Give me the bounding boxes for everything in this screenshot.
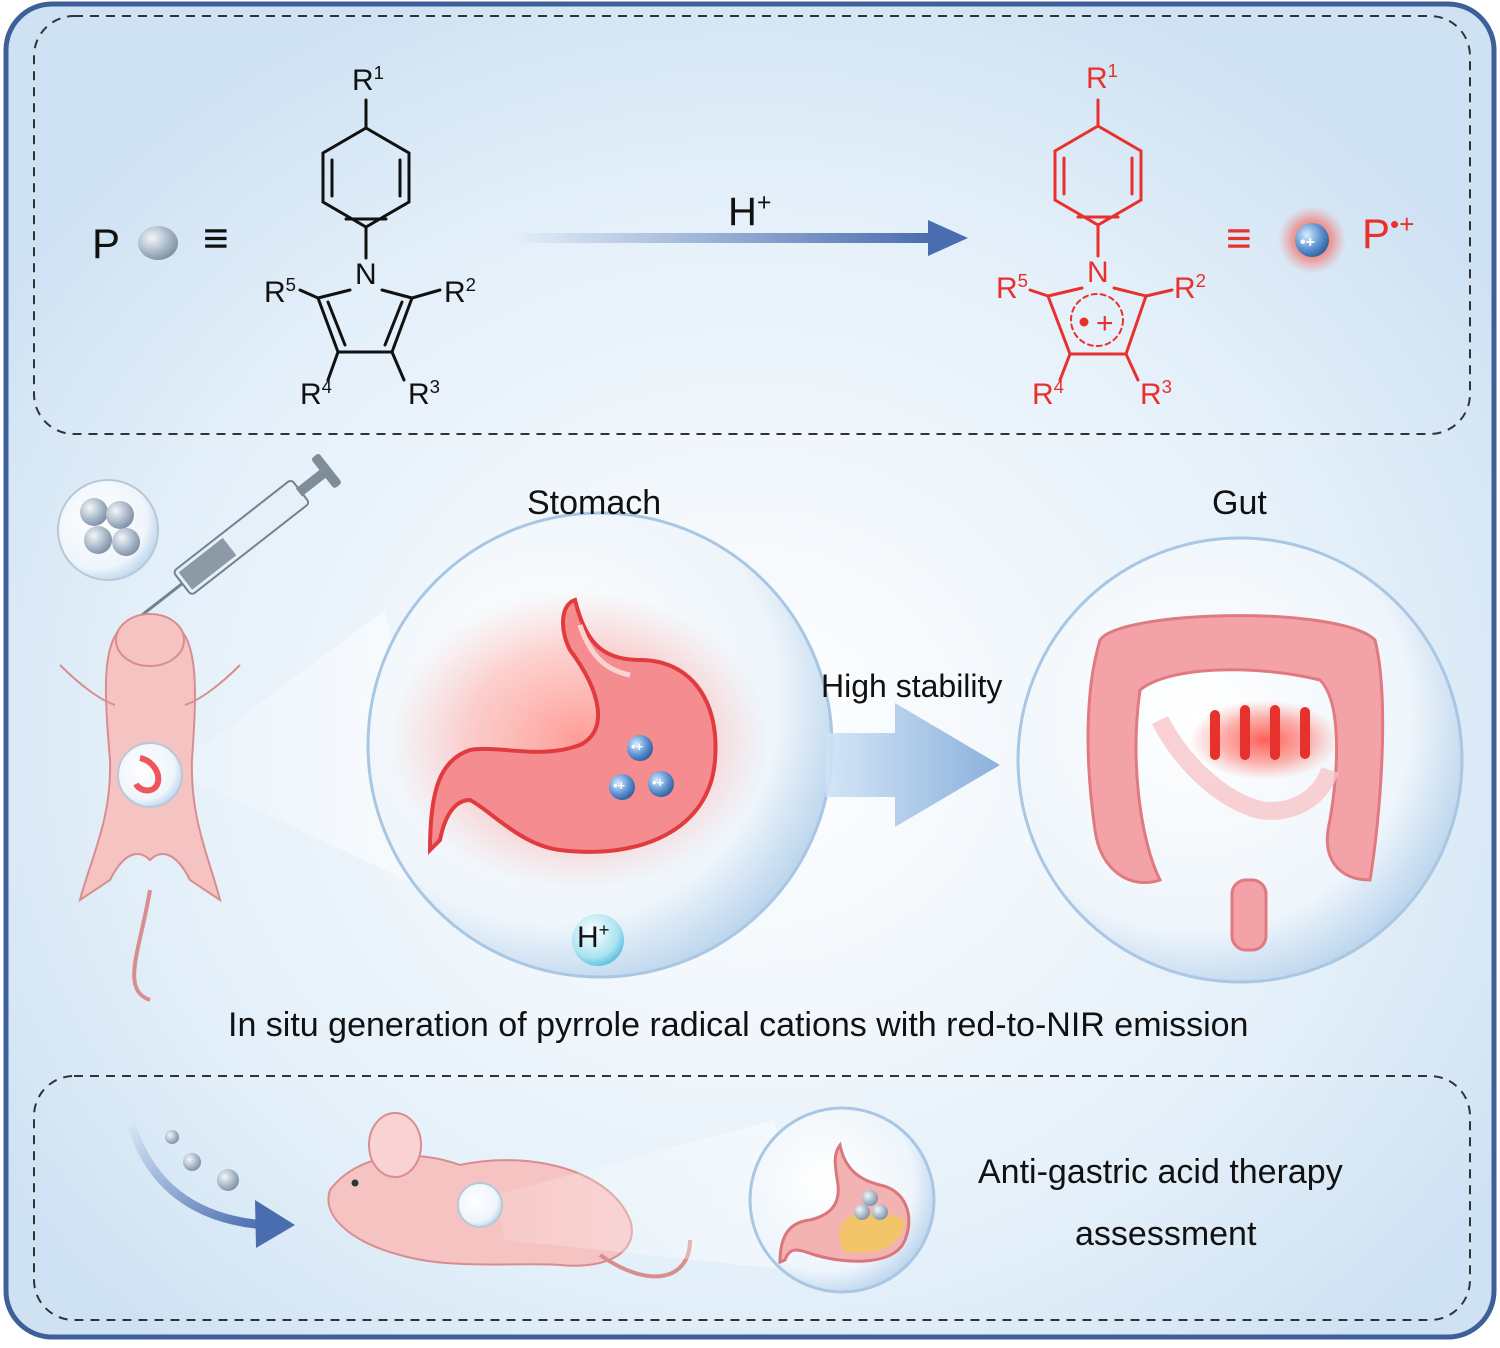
dose-arrow [125, 1118, 266, 1230]
right-r2: R2 [1174, 270, 1207, 305]
dose-arrowhead-icon [255, 1200, 295, 1248]
left-r4: R4 [300, 376, 333, 411]
therapy-label-line2: assessment [1075, 1215, 1257, 1253]
radical-dot [1079, 317, 1089, 327]
mouse-stomach-inset-bottom [457, 1182, 503, 1228]
zoom-beam-bottom [495, 1120, 790, 1270]
product-equiv: ≡ [1226, 214, 1252, 263]
left-r3: R3 [408, 376, 441, 411]
radical-mark: •+ [1300, 234, 1315, 251]
reactant-symbol: P [92, 220, 121, 267]
reactant-equiv: ≡ [203, 214, 229, 263]
mouse-stomach-inset [117, 742, 183, 808]
therapy-panel [33, 1075, 1471, 1321]
left-n: N [355, 258, 377, 291]
cation-plus: + [1096, 307, 1114, 340]
left-r1: R1 [352, 62, 385, 97]
particle-magnifier [57, 479, 159, 581]
syringe-icon [126, 454, 341, 628]
right-r3: R3 [1140, 376, 1173, 411]
stomach-icon [427, 597, 718, 855]
transition-label: High stability [821, 668, 1003, 704]
arrow-label: H+ [728, 189, 772, 234]
reaction-panel [33, 15, 1471, 435]
right-r4: R4 [1032, 376, 1065, 411]
pyrrole-radical-cation-structure [1028, 98, 1174, 382]
right-r1: R1 [1086, 60, 1119, 95]
intestine-icon [1086, 614, 1385, 952]
left-r2: R2 [444, 274, 477, 309]
right-n: N [1087, 256, 1109, 289]
stomach-label: Stomach [527, 484, 662, 522]
left-r5: R5 [264, 274, 297, 309]
radical-nanoparticle-icon [1295, 223, 1329, 257]
reaction-arrow [510, 233, 930, 243]
transition-arrow [826, 703, 1000, 827]
right-r5: R5 [996, 270, 1029, 305]
nanoparticle-icon [138, 226, 178, 260]
pyrrole-structure [298, 98, 442, 382]
arrow-head-icon [928, 220, 968, 256]
stomach-particle-mark-1: •+ [631, 739, 644, 754]
therapy-label-line1: Anti-gastric acid therapy [978, 1153, 1343, 1191]
stomach-particle-mark-2: •+ [613, 778, 626, 793]
acid-bubble [572, 914, 624, 966]
product-symbol: P•+ [1362, 209, 1415, 257]
stomach-particle-mark-3: •+ [652, 775, 665, 790]
figure-caption: In situ generation of pyrrole radical ca… [228, 1006, 1249, 1044]
acid-bubble-label: H+ [577, 919, 610, 954]
gut-label: Gut [1212, 484, 1267, 522]
